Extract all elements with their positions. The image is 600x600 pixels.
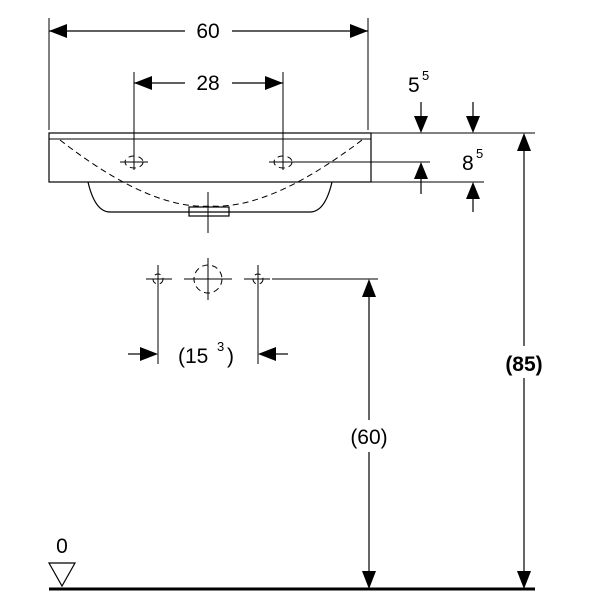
arrow-down-icon — [466, 116, 480, 133]
rim-offset-label: 5 — [408, 74, 420, 97]
arrow-down-icon — [517, 571, 531, 589]
tap-hole-left-icon — [120, 155, 148, 169]
drain-outlet — [188, 206, 230, 217]
washbasin — [48, 132, 372, 233]
tap-hole-right-icon — [269, 155, 297, 169]
arrow-right-icon — [140, 347, 158, 361]
basin-rim — [48, 132, 372, 183]
arrow-up-icon — [517, 133, 531, 151]
connection-height-dimension: (60) — [350, 279, 388, 589]
arrow-down-icon — [362, 571, 376, 589]
connection-height-label: (60) — [350, 426, 387, 449]
supply-point-right-icon — [244, 265, 270, 293]
wall-connections — [146, 258, 378, 300]
tap-spacing-dimension: 28 — [133, 72, 284, 170]
arrow-left-icon — [49, 24, 67, 38]
supply-spacing-dimension: (15 3 ) — [128, 293, 288, 368]
arrow-up-icon — [362, 279, 376, 297]
total-width-label: 60 — [196, 20, 219, 43]
floor-level-label: 0 — [56, 535, 68, 558]
arrow-down-icon — [414, 116, 428, 133]
floor-level: 0 — [47, 535, 535, 591]
overall-height-label: (85) — [505, 353, 542, 376]
arrow-left-icon — [258, 347, 276, 361]
arrow-up-icon — [466, 182, 480, 199]
supply-point-left-icon — [146, 265, 172, 293]
rim-offset-superscript: 5 — [422, 68, 429, 83]
supply-spacing-superscript: 3 — [217, 339, 224, 354]
arrow-up-icon — [414, 162, 428, 179]
rim-height-label: 8 — [462, 152, 474, 175]
bowl-inner-outline — [59, 139, 363, 207]
arrow-left-icon — [134, 76, 152, 90]
arrow-right-icon — [350, 24, 368, 38]
supply-spacing-close: ) — [227, 345, 234, 368]
arrow-right-icon — [265, 76, 283, 90]
basin-bowl — [87, 181, 333, 213]
tap-spacing-label: 28 — [196, 72, 219, 95]
overall-height-dimension: (85) — [505, 133, 543, 589]
level-marker-icon — [47, 562, 77, 588]
rim-height-superscript: 5 — [476, 146, 483, 161]
supply-spacing-label: (15 — [178, 345, 208, 368]
overall-width-dimension: 60 — [48, 18, 369, 130]
rim-dimensions: 5 5 8 5 — [297, 68, 535, 212]
waste-point-icon — [184, 258, 232, 300]
